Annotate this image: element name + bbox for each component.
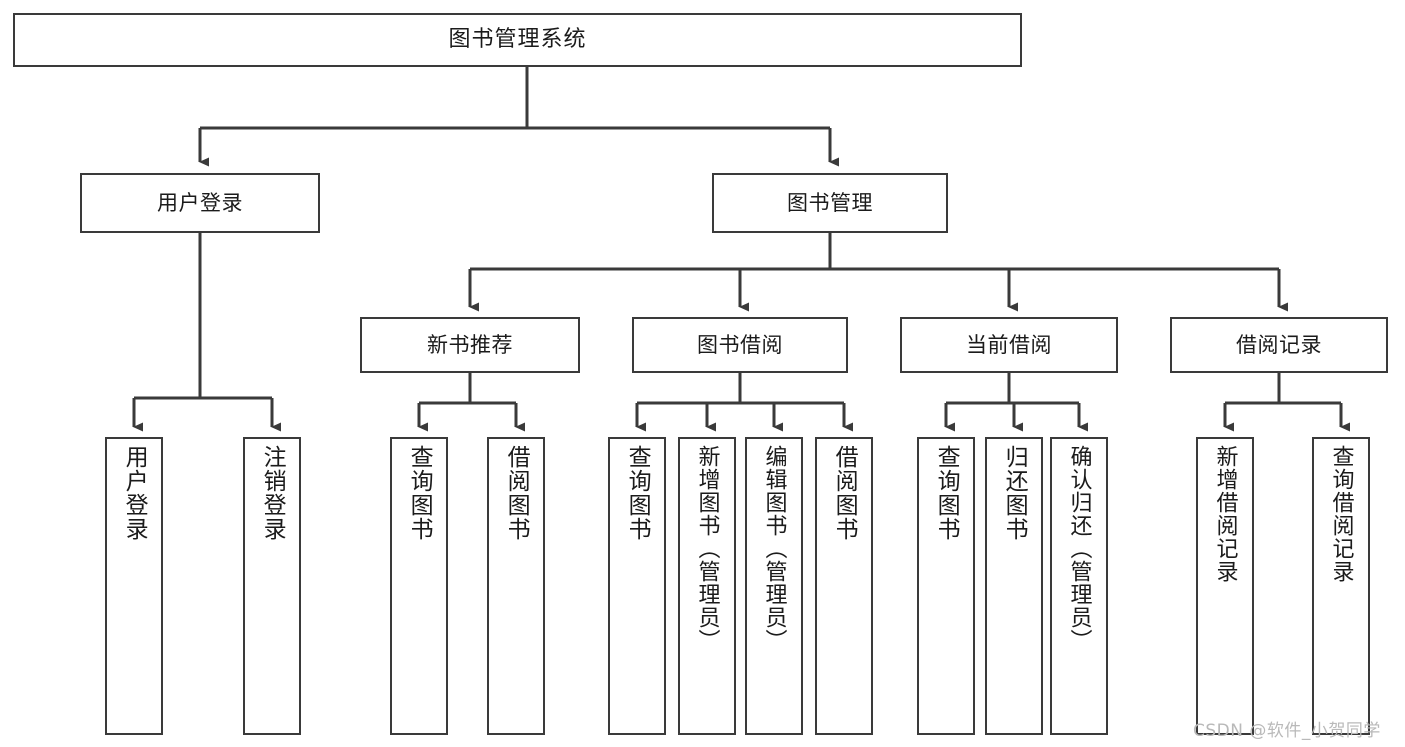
node-book-borrowing[interactable]: 图书借阅	[632, 317, 848, 373]
leaf-add-book-admin[interactable]: 新增图书（管理员）	[678, 437, 736, 735]
leaf-borrow-books-new[interactable]: 借阅图书	[487, 437, 545, 735]
node-borrow-records[interactable]: 借阅记录	[1170, 317, 1388, 373]
node-user-login-label: 用户登录	[157, 190, 243, 215]
leaf-borrow-books-label: 借阅图书	[831, 445, 858, 541]
csdn-watermark: CSDN @软件_小贺同学	[1193, 721, 1381, 741]
node-root-system-label: 图书管理系统	[448, 27, 587, 53]
node-new-book-recommendation-label: 新书推荐	[427, 332, 513, 357]
leaf-query-books-borrow-label: 查询图书	[624, 445, 651, 541]
leaf-query-books-current-label: 查询图书	[933, 445, 960, 541]
node-borrow-records-label: 借阅记录	[1236, 332, 1322, 357]
leaf-add-borrow-record[interactable]: 新增借阅记录	[1196, 437, 1254, 735]
leaf-query-books-new-label: 查询图书	[406, 445, 433, 541]
leaf-query-books-current[interactable]: 查询图书	[917, 437, 975, 735]
leaf-logout[interactable]: 注销登录	[243, 437, 301, 735]
leaf-edit-book-admin[interactable]: 编辑图书（管理员）	[745, 437, 803, 735]
leaf-add-book-admin-label: 新增图书（管理员）	[694, 445, 720, 652]
node-current-borrowing[interactable]: 当前借阅	[900, 317, 1118, 373]
leaf-return-books-label: 归还图书	[1001, 445, 1028, 541]
leaf-edit-book-admin-label: 编辑图书（管理员）	[761, 445, 787, 652]
leaf-confirm-return-admin-label: 确认归还（管理员）	[1066, 445, 1092, 652]
node-root-system[interactable]: 图书管理系统	[13, 13, 1022, 67]
leaf-query-borrow-record[interactable]: 查询借阅记录	[1312, 437, 1370, 735]
node-new-book-recommendation[interactable]: 新书推荐	[360, 317, 580, 373]
leaf-query-books-new[interactable]: 查询图书	[390, 437, 448, 735]
node-user-login[interactable]: 用户登录	[80, 173, 320, 233]
node-book-management[interactable]: 图书管理	[712, 173, 948, 233]
node-book-borrowing-label: 图书借阅	[697, 332, 783, 357]
leaf-add-borrow-record-label: 新增借阅记录	[1212, 445, 1238, 583]
node-book-management-label: 图书管理	[787, 190, 873, 215]
leaf-borrow-books[interactable]: 借阅图书	[815, 437, 873, 735]
node-current-borrowing-label: 当前借阅	[966, 332, 1052, 357]
leaf-query-books-borrow[interactable]: 查询图书	[608, 437, 666, 735]
leaf-user-login[interactable]: 用户登录	[105, 437, 163, 735]
leaf-user-login-label: 用户登录	[121, 445, 148, 541]
leaf-return-books[interactable]: 归还图书	[985, 437, 1043, 735]
leaf-borrow-books-new-label: 借阅图书	[503, 445, 530, 541]
leaf-logout-label: 注销登录	[259, 445, 286, 541]
leaf-confirm-return-admin[interactable]: 确认归还（管理员）	[1050, 437, 1108, 735]
leaf-query-borrow-record-label: 查询借阅记录	[1328, 445, 1354, 583]
